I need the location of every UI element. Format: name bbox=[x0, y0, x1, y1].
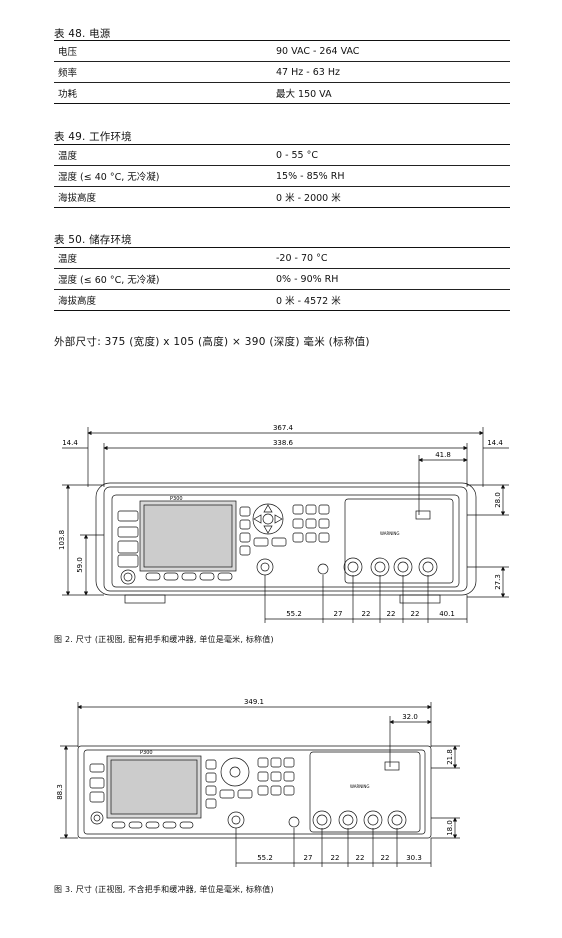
table-row: 海拔高度 0 米 - 2000 米 bbox=[54, 187, 510, 208]
table-row: 湿度 (≤ 60 °C, 无冷凝) 0% - 90% RH bbox=[54, 269, 510, 290]
dim-bottom-1: 55.2 bbox=[286, 610, 302, 618]
dim-height-total: 103.8 bbox=[58, 530, 66, 550]
dim-bottom-6: 40.1 bbox=[439, 610, 455, 618]
instrument-warning: WARNING bbox=[350, 784, 370, 789]
row-label: 湿度 (≤ 40 °C, 无冷凝) bbox=[58, 172, 160, 183]
row-value: -20 - 70 °C bbox=[276, 252, 328, 264]
row-label: 海拔高度 bbox=[58, 296, 97, 307]
table-row: 海拔高度 0 米 - 4572 米 bbox=[54, 290, 510, 311]
dim-overall-width: 367.4 bbox=[273, 424, 294, 432]
dim-left-offset: 14.4 bbox=[62, 439, 78, 447]
dim-right-offset: 14.4 bbox=[487, 439, 503, 447]
dim-right-upper: 28.0 bbox=[494, 492, 502, 508]
figure-2-caption: 图 2. 尺寸 (正视图, 配有把手和缓冲器, 单位是毫米, 标称值) bbox=[54, 635, 274, 644]
table-row: 电压 90 VAC - 264 VAC bbox=[54, 40, 510, 62]
figure-2-front-view-with-handles: 367.4 338.6 14.4 14.4 41.8 103.8 59.0 28… bbox=[58, 424, 509, 623]
dim-bottom-3: 22 bbox=[331, 854, 340, 862]
dim-top-right: 32.0 bbox=[402, 713, 418, 721]
row-value: 最大 150 VA bbox=[276, 89, 332, 100]
row-value: 15% - 85% RH bbox=[276, 170, 345, 182]
storage-env-table: 温度 -20 - 70 °C 湿度 (≤ 60 °C, 无冷凝) 0% - 90… bbox=[54, 247, 510, 311]
row-value: 0 - 55 °C bbox=[276, 149, 319, 161]
row-label: 电压 bbox=[58, 47, 78, 58]
table-row: 湿度 (≤ 40 °C, 无冷凝) 15% - 85% RH bbox=[54, 166, 510, 187]
dim-bottom-2: 27 bbox=[334, 610, 343, 618]
row-value: 0% - 90% RH bbox=[276, 273, 339, 285]
dim-inner-width: 338.6 bbox=[273, 439, 294, 447]
power-table: 电压 90 VAC - 264 VAC 频率 47 Hz - 63 Hz 功耗 … bbox=[54, 40, 510, 104]
row-value: 0 米 - 2000 米 bbox=[276, 193, 341, 204]
instrument-model: P300 bbox=[140, 750, 153, 756]
row-label: 功耗 bbox=[58, 89, 78, 100]
dim-height-lower: 59.0 bbox=[76, 557, 84, 573]
row-label: 频率 bbox=[58, 68, 78, 79]
row-label: 海拔高度 bbox=[58, 193, 97, 204]
dim-bottom-3: 22 bbox=[362, 610, 371, 618]
instrument-model: P300 bbox=[170, 496, 183, 502]
row-label: 温度 bbox=[58, 151, 78, 162]
figure-3-caption: 图 3. 尺寸 (正视图, 不含把手和缓冲器, 单位是毫米, 标称值) bbox=[54, 885, 274, 894]
table-row: 频率 47 Hz - 63 Hz bbox=[54, 62, 510, 83]
figure-3-front-view-without-handles: 349.1 32.0 88.3 21.8 18.0 P300 WARNING 5… bbox=[56, 698, 460, 867]
dim-bottom-5: 22 bbox=[381, 854, 390, 862]
row-label: 湿度 (≤ 60 °C, 无冷凝) bbox=[58, 275, 160, 286]
row-value: 47 Hz - 63 Hz bbox=[276, 66, 340, 78]
table-row: 功耗 最大 150 VA bbox=[54, 83, 510, 104]
table-row: 温度 -20 - 70 °C bbox=[54, 247, 510, 269]
dim-height-total: 88.3 bbox=[56, 784, 64, 800]
dim-right-lower: 27.3 bbox=[494, 574, 502, 590]
dim-bottom-2: 27 bbox=[304, 854, 313, 862]
dim-bottom-5: 22 bbox=[411, 610, 420, 618]
dim-top-right: 41.8 bbox=[435, 451, 451, 459]
row-label: 温度 bbox=[58, 254, 78, 265]
external-dimensions-text: 外部尺寸: 375 (宽度) x 105 (高度) × 390 (深度) 毫米 … bbox=[54, 336, 370, 348]
dim-bottom-4: 22 bbox=[387, 610, 396, 618]
table-caption-operating-env: 表 49. 工作环境 bbox=[54, 131, 132, 143]
table-caption-storage-env: 表 50. 储存环境 bbox=[54, 234, 132, 246]
dim-bottom-1: 55.2 bbox=[257, 854, 273, 862]
dim-overall-width: 349.1 bbox=[244, 698, 264, 706]
table-row: 温度 0 - 55 °C bbox=[54, 144, 510, 166]
row-value: 0 米 - 4572 米 bbox=[276, 296, 341, 307]
dim-right-upper: 21.8 bbox=[446, 749, 454, 765]
dim-right-lower: 18.0 bbox=[446, 820, 454, 836]
row-value: 90 VAC - 264 VAC bbox=[276, 45, 360, 57]
operating-env-table: 温度 0 - 55 °C 湿度 (≤ 40 °C, 无冷凝) 15% - 85%… bbox=[54, 144, 510, 208]
instrument-warning: WARNING bbox=[380, 531, 400, 536]
dim-bottom-6: 30.3 bbox=[406, 854, 422, 862]
table-caption-power: 表 48. 电源 bbox=[54, 28, 111, 40]
dim-bottom-4: 22 bbox=[356, 854, 365, 862]
